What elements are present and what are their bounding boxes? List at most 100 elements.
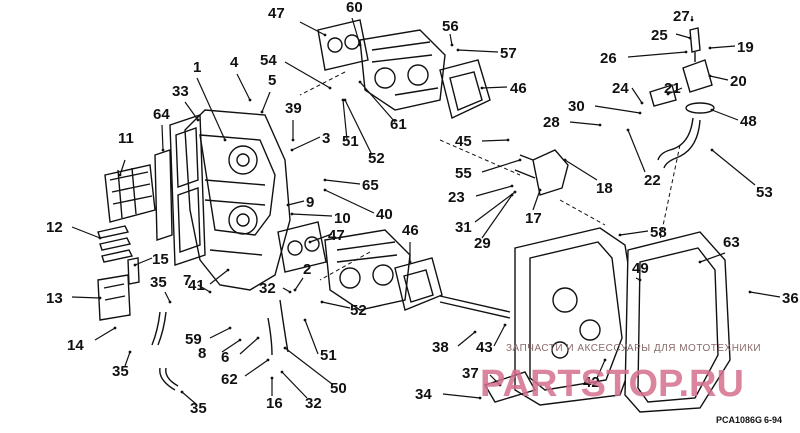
callout-number-2: 2 — [303, 261, 311, 278]
callout-number-34: 34 — [415, 386, 432, 403]
callout-number-11: 11 — [118, 130, 134, 147]
callout-number-4: 4 — [230, 54, 239, 71]
callout-leader-13 — [71, 296, 101, 299]
callout-leader-tip-14 — [113, 326, 117, 330]
callout-leader-22 — [627, 129, 646, 173]
callout-number-7: 7 — [183, 272, 191, 289]
callout-leader-21 — [667, 87, 683, 95]
callout-leader-15 — [134, 257, 153, 266]
callout-leader-tip-57 — [456, 48, 460, 52]
callout-leader-tip-35 — [180, 390, 184, 394]
callout-leader-tip-32 — [280, 370, 284, 374]
callout-number-64: 64 — [153, 106, 170, 123]
callout-leader-30 — [594, 105, 641, 114]
callout-leader-7 — [197, 284, 211, 293]
callout-leader-tip-3 — [290, 148, 294, 152]
callout-leader-4 — [236, 73, 251, 101]
callout-number-31: 31 — [455, 219, 472, 236]
callout-leader-52 — [321, 301, 351, 309]
upper-airsilencer-gasket — [439, 59, 491, 119]
watermark-brand: PARTSTOP.RU — [480, 363, 744, 405]
callout-number-36: 36 — [782, 290, 799, 307]
callout-leader-tip-64 — [161, 148, 165, 152]
callout-leader-41 — [209, 269, 229, 285]
reed-plate — [154, 149, 173, 241]
callout-leader-tip-2 — [293, 288, 297, 292]
callout-leader-tip-23 — [510, 184, 514, 188]
callout-leader-48 — [711, 109, 739, 121]
callout-leader-tip-27 — [690, 18, 694, 22]
callout-number-60: 60 — [346, 0, 363, 16]
callout-leader-tip-47 — [323, 33, 327, 37]
callout-leader-tip-46 — [408, 260, 412, 264]
callout-leader-42 — [596, 359, 606, 379]
callout-leader-34 — [442, 393, 481, 399]
callout-number-65: 65 — [362, 177, 379, 194]
callout-leader-11 — [119, 159, 126, 176]
callout-number-32: 32 — [305, 395, 322, 412]
callout-leader-tip-46 — [480, 86, 484, 90]
callout-leader-23 — [475, 185, 513, 197]
callout-leader-tip-1 — [223, 138, 227, 142]
callout-leader-tip-36 — [748, 290, 752, 294]
callout-leader-35 — [164, 291, 171, 303]
callout-number-47: 47 — [268, 5, 285, 22]
callout-number-46: 46 — [510, 80, 527, 97]
callout-number-9: 9 — [306, 194, 314, 211]
callout-leader-57 — [457, 49, 499, 53]
callout-leader-tip-62 — [266, 358, 270, 362]
callout-leader-tip-51 — [303, 318, 307, 322]
callout-number-38: 38 — [432, 339, 449, 356]
callout-leader-3 — [291, 136, 321, 151]
callout-leader-31 — [474, 191, 516, 223]
callout-leader-tip-55 — [518, 158, 522, 162]
callout-number-18: 18 — [596, 180, 613, 197]
reed-plate-lower — [97, 274, 131, 321]
callout-leader-tip-33 — [196, 118, 200, 122]
callout-number-52: 52 — [350, 302, 367, 319]
callout-leader-tip-7 — [208, 290, 212, 294]
callout-leader-36 — [749, 291, 781, 298]
callout-number-56: 56 — [442, 18, 459, 35]
callout-number-6: 6 — [221, 349, 229, 366]
watermark-caption: ЗАПЧАСТИ И АКСЕССУАРЫ ДЛЯ МОТОТЕХНИКИ — [506, 343, 761, 354]
callout-leader-tip-47 — [308, 240, 312, 244]
callout-number-23: 23 — [448, 189, 465, 206]
reed-stop — [127, 257, 140, 285]
callout-number-42: 42 — [583, 374, 600, 391]
callout-leader-43 — [493, 324, 506, 347]
callout-number-17: 17 — [525, 210, 542, 227]
callout-leader-5 — [261, 91, 271, 113]
callout-leader-tip-30 — [638, 111, 642, 115]
callout-number-61: 61 — [390, 116, 407, 133]
callout-leader-tip-35 — [168, 300, 172, 304]
callout-number-54: 54 — [260, 52, 277, 69]
callout-leader-tip-34 — [478, 396, 482, 400]
callout-leader-tip-20 — [708, 74, 712, 78]
callout-number-10: 10 — [334, 210, 351, 227]
exhaust-cover — [624, 231, 731, 413]
callout-leader-50 — [284, 347, 333, 385]
callout-leader-51 — [304, 319, 319, 355]
callout-leader-tip-39 — [291, 138, 295, 142]
fuel-filter-assembly — [649, 27, 715, 169]
callout-number-43: 43 — [476, 339, 493, 356]
callout-number-45: 45 — [455, 133, 472, 150]
fuel-pump-body — [514, 149, 569, 196]
callout-leader-tip-19 — [708, 46, 712, 50]
callout-leader-6 — [239, 337, 259, 355]
callout-leader-2 — [294, 277, 304, 291]
callout-number-26: 26 — [600, 50, 617, 67]
callout-leader-tip-56 — [450, 43, 454, 47]
callout-leader-tip-4 — [248, 98, 252, 102]
callout-leader-19 — [709, 45, 736, 49]
callout-number-3: 3 — [322, 130, 330, 147]
callout-leader-61 — [359, 81, 396, 123]
callout-number-28: 28 — [543, 114, 560, 131]
callout-leader-tip-41 — [226, 268, 230, 272]
callout-number-1: 1 — [193, 59, 201, 76]
callout-number-51: 51 — [320, 347, 337, 364]
callout-number-25: 25 — [651, 27, 668, 44]
callout-number-53: 53 — [756, 184, 773, 201]
callout-leader-60 — [351, 17, 361, 46]
